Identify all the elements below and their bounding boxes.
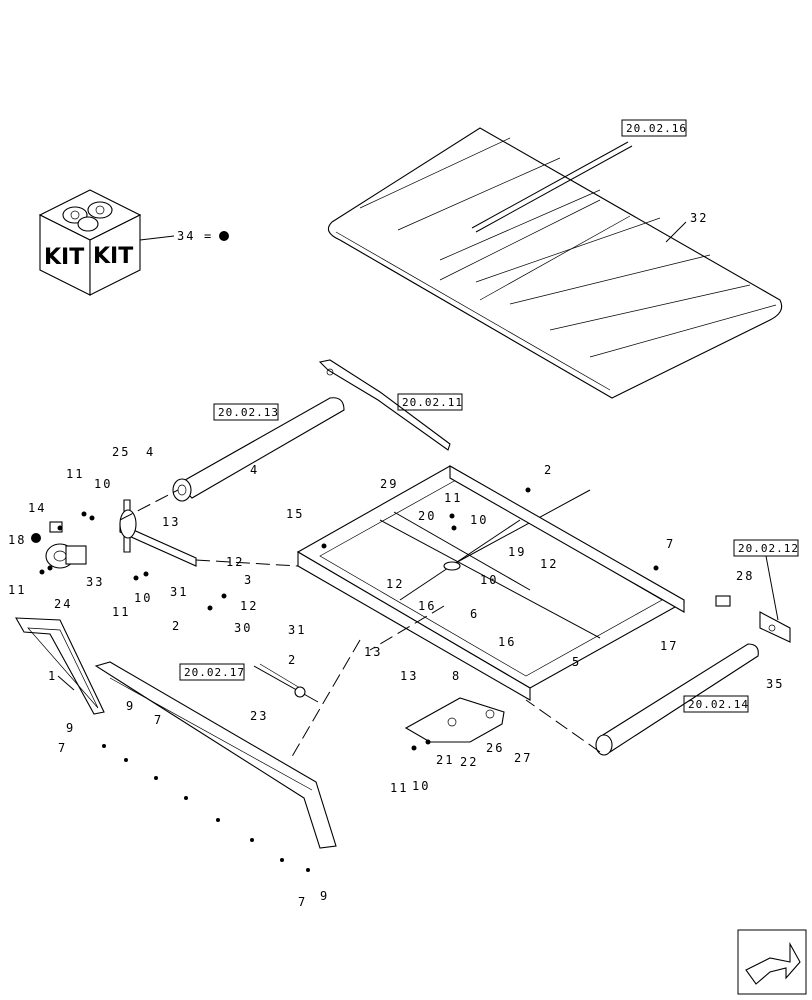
callout-10c: 10 bbox=[470, 513, 488, 527]
callout-7c: 7 bbox=[58, 741, 67, 755]
drive-roller bbox=[172, 397, 345, 502]
callout-28: 28 bbox=[736, 569, 754, 583]
drive-motor bbox=[45, 521, 87, 569]
front-guard bbox=[94, 661, 337, 849]
callout-7b: 7 bbox=[154, 713, 163, 727]
callout-11a: 11 bbox=[66, 467, 84, 481]
callout-21: 21 bbox=[436, 753, 454, 767]
callout-31b: 31 bbox=[288, 623, 306, 637]
adjuster-rod bbox=[253, 663, 319, 703]
callout-30: 30 bbox=[234, 621, 252, 635]
callout-10e: 10 bbox=[412, 779, 430, 793]
callout-10a: 10 bbox=[94, 477, 112, 491]
callout-8: 8 bbox=[452, 669, 461, 683]
callout-34: 34 bbox=[177, 229, 195, 243]
callout-27: 27 bbox=[514, 751, 532, 765]
callout-9a: 9 bbox=[126, 699, 135, 713]
callout-29: 29 bbox=[380, 477, 398, 491]
kit-label-right: KIT bbox=[93, 244, 133, 269]
kit-label-left: KIT bbox=[44, 245, 84, 270]
ref-20-02-16[interactable]: 20.02.16 bbox=[626, 122, 687, 135]
callout-13a: 13 bbox=[162, 515, 180, 529]
motor-mount-shaft bbox=[119, 499, 197, 567]
callout-2c: 2 bbox=[288, 653, 297, 667]
callout-12d: 12 bbox=[540, 557, 558, 571]
kit-box-icon: KIT KIT bbox=[38, 189, 142, 296]
callout-16a: 16 bbox=[418, 599, 436, 613]
callout-25: 25 bbox=[112, 445, 130, 459]
ref-20-02-11[interactable]: 20.02.11 bbox=[402, 396, 463, 409]
callout-1: 1 bbox=[48, 669, 57, 683]
left-guard bbox=[15, 617, 105, 715]
callout-3: 3 bbox=[244, 573, 253, 587]
callout-13c: 13 bbox=[400, 669, 418, 683]
callout-24: 24 bbox=[54, 597, 72, 611]
belt-tensioner bbox=[715, 595, 791, 643]
callout-12c: 12 bbox=[386, 577, 404, 591]
callout-14: 14 bbox=[28, 501, 46, 515]
callout-20: 20 bbox=[418, 509, 436, 523]
callout-7d: 7 bbox=[298, 895, 307, 909]
callout-31a: 31 bbox=[170, 585, 188, 599]
conveyor-belt bbox=[327, 127, 783, 399]
callout-11e: 11 bbox=[390, 781, 408, 795]
kit-item-marker bbox=[31, 533, 41, 543]
callout-9c: 9 bbox=[320, 889, 329, 903]
callout-10b: 10 bbox=[134, 591, 152, 605]
forward-arrow-icon[interactable] bbox=[737, 929, 807, 995]
callout-10d: 10 bbox=[480, 573, 498, 587]
callout-35: 35 bbox=[766, 677, 784, 691]
ref-20-02-13[interactable]: 20.02.13 bbox=[218, 406, 279, 419]
callout-4a: 4 bbox=[146, 445, 155, 459]
callout-4b: 4 bbox=[250, 463, 259, 477]
callout-26: 26 bbox=[486, 741, 504, 755]
ref-20-02-17[interactable]: 20.02.17 bbox=[184, 666, 245, 679]
callout-33: 33 bbox=[86, 575, 104, 589]
callout-7a: 7 bbox=[666, 537, 675, 551]
callout-17: 17 bbox=[660, 639, 678, 653]
callout-23: 23 bbox=[250, 709, 268, 723]
idler-roller bbox=[595, 643, 759, 756]
callout-5: 5 bbox=[572, 655, 581, 669]
callout-18: 18 bbox=[8, 533, 26, 547]
callout-13b: 13 bbox=[364, 645, 382, 659]
callout-2a: 2 bbox=[544, 463, 553, 477]
callout-16b: 16 bbox=[498, 635, 516, 649]
callout-15: 15 bbox=[286, 507, 304, 521]
callout-2b: 2 bbox=[172, 619, 181, 633]
callout-12a: 12 bbox=[226, 555, 244, 569]
callout-22: 22 bbox=[460, 755, 478, 769]
callout-6: 6 bbox=[470, 607, 479, 621]
callout-32: 32 bbox=[690, 211, 708, 225]
callout-9b: 9 bbox=[66, 721, 75, 735]
ref-20-02-12[interactable]: 20.02.12 bbox=[738, 542, 799, 555]
callout-11d: 11 bbox=[444, 491, 462, 505]
callout-11c: 11 bbox=[112, 605, 130, 619]
kit-equals-sign: = bbox=[204, 229, 213, 243]
kit-marker-dot bbox=[219, 231, 229, 241]
callout-12b: 12 bbox=[240, 599, 258, 613]
callout-11b: 11 bbox=[8, 583, 26, 597]
mount-bracket bbox=[404, 697, 505, 743]
main-frame bbox=[296, 465, 686, 701]
callout-19: 19 bbox=[508, 545, 526, 559]
upper-side-rail bbox=[318, 359, 451, 451]
ref-20-02-14[interactable]: 20.02.14 bbox=[688, 698, 749, 711]
